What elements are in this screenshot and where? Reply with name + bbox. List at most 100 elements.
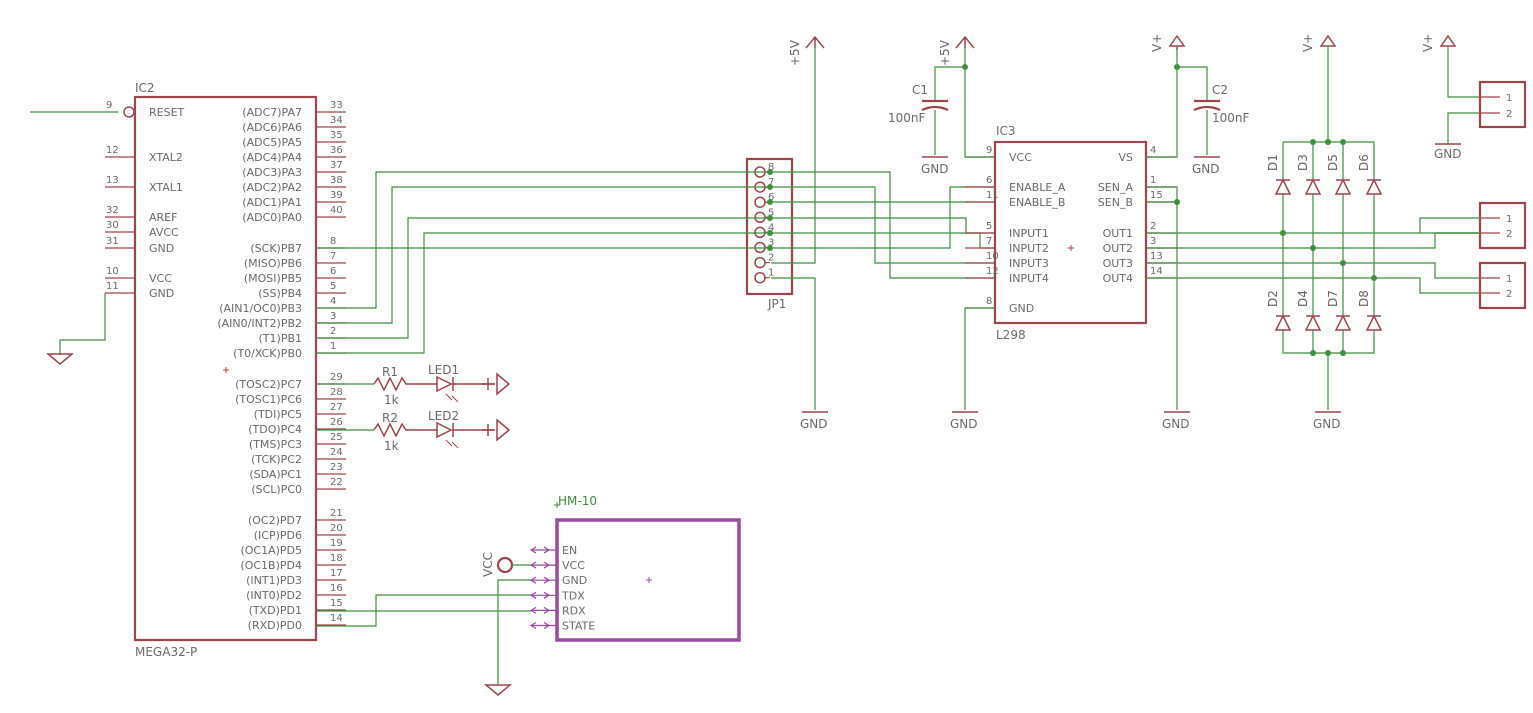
svg-text:2: 2 (1506, 229, 1512, 240)
jp1-body (745, 157, 794, 296)
jp1-pin-number: 3 (768, 238, 774, 249)
out3-wire (1146, 262, 1480, 279)
svg-text:1: 1 (1506, 214, 1512, 225)
wire-pb1-jp5 (316, 217, 770, 339)
svg-text:2: 2 (1506, 289, 1512, 300)
led1-circuit: R1 1k LED1 (316, 363, 511, 407)
ic3-pin-number: 9 (986, 145, 992, 156)
ic2-pin-number: 1 (330, 341, 336, 352)
ic2-pin-number: 7 (330, 251, 336, 262)
ic2-pin-name: (OC1A)PD5 (240, 544, 302, 557)
jp1-pin-number: 5 (768, 207, 774, 218)
ic2-ground-symbol (45, 353, 75, 365)
diode-d1: D1 (1266, 154, 1292, 195)
ic3-pin-number: 11 (986, 190, 999, 201)
diode-ref: D7 (1326, 290, 1340, 307)
ic2-pin-number: 38 (330, 175, 343, 186)
hm10-pin-name: STATE (562, 620, 595, 633)
ic2-pin-name: (ADC2)PA2 (242, 181, 302, 194)
ic2-pin-number: 29 (330, 372, 343, 383)
ic2-pin-number: 18 (330, 553, 343, 564)
jp1-ref: JP1 (767, 297, 786, 311)
ic2-pin-number: 3 (330, 311, 336, 322)
ic2-pin-name: (ADC7)PA7 (242, 106, 302, 119)
wire-pb3-jp8 (316, 171, 770, 309)
c1-capacitor: C1 100nF GND (888, 83, 949, 176)
ic2-pin-number: 21 (330, 508, 343, 519)
ic2-pin-number: 39 (330, 190, 343, 201)
ic3-pin-number: 12 (986, 266, 999, 277)
ic2-pin-name: (INT0)PD2 (246, 589, 302, 602)
ic2-pin-name: AVCC (149, 226, 179, 239)
gnd-label-jp1: GND (800, 417, 828, 431)
ic2-pin-name: (TXD)PD1 (249, 604, 302, 617)
ic3-pin-name: ENABLE_B (1009, 196, 1065, 209)
jp1-gnd-wire (771, 277, 816, 410)
p5v-label-2: +5V (938, 39, 952, 66)
ic2-pin-number: 40 (330, 205, 343, 216)
wire-jp7-input3 (770, 186, 995, 264)
ic3-pin-name: SEN_A (1098, 181, 1134, 194)
hm10-pin-name: EN (562, 544, 577, 557)
ic3-pin-name: INPUT3 (1009, 257, 1049, 270)
ic2-pin-number: 15 (330, 598, 343, 609)
ic2-pin-name: (SCK)PB7 (250, 242, 302, 255)
ic3-ref: IC3 (996, 124, 1016, 138)
vcc-ic3-wire (964, 48, 995, 158)
jp1-pin (754, 196, 766, 208)
ic2-pin-name: (ADC1)PA1 (242, 196, 302, 209)
ic2-pin-number: 31 (106, 236, 119, 247)
reset-inversion-bubble (123, 106, 135, 118)
ic3-pin-number: 13 (1150, 251, 1163, 262)
ic2-pin-number: 37 (330, 160, 343, 171)
ic2-pin-number: 25 (330, 432, 343, 443)
wire-jp8-input4 (770, 171, 995, 279)
jp1-pin-number: 7 (768, 177, 774, 188)
ic3-pin-number: 10 (986, 251, 999, 262)
diode-ref: D2 (1266, 290, 1280, 307)
gnd-label-c2: GND (1192, 162, 1220, 176)
out1-terminal-wire (1419, 217, 1480, 233)
vcc-supply-hm10: VCC (481, 552, 531, 577)
v-plus-diode-supply: V+ (1301, 34, 1337, 52)
diode-ref: D8 (1357, 290, 1371, 307)
ic2-pin-number: 12 (106, 145, 119, 156)
jp1-pin (754, 211, 766, 224)
jp1-pin (754, 256, 766, 269)
gnd-label-sen: GND (1162, 417, 1190, 431)
ic2-left-pins: 9RESET12XTAL213XTAL132AREF30AVCC31GND10V… (105, 100, 185, 300)
ic2-gnd-wire (59, 293, 106, 355)
ic2-pin-name: (SS)PB4 (258, 287, 302, 300)
ic2-pin-name: (TMS)PC3 (249, 438, 302, 451)
wire-pb0-jp4 (316, 232, 770, 354)
ic2-pin-name: RESET (149, 106, 185, 119)
ic2-pin-name: (TCK)PC2 (251, 453, 302, 466)
r2-value: 1k (384, 439, 399, 453)
ic3-value: L298 (996, 328, 1026, 342)
ic2-pin-number: 33 (330, 100, 343, 111)
ic2-pin-name: (SCL)PC0 (251, 483, 302, 496)
ic2-pin-name: (ADC6)PA6 (242, 121, 302, 134)
vplus-label-2: V+ (1301, 34, 1315, 52)
hm10-ref: HM-10 (558, 494, 597, 508)
ic2-pin-number: 14 (330, 613, 343, 624)
diode-d7: D7 (1326, 290, 1352, 331)
ic2-pin-name: (TOSC1)PC6 (235, 393, 302, 406)
c1-top-wire (934, 66, 965, 100)
c2-top-wire (1177, 66, 1208, 100)
led2-ref: LED2 (428, 409, 459, 423)
ic3-left-pins: 9VCC6ENABLE_A11ENABLE_B5INPUT17INPUT210I… (965, 145, 1066, 315)
sen-gnd-wire (1146, 186, 1178, 410)
p5v-jp1-wire (771, 48, 816, 264)
ic2-pin-name: (TOSC2)PC7 (235, 378, 302, 391)
ic2-ref: IC2 (135, 81, 155, 95)
hm10-ground-symbol (483, 684, 513, 696)
diode-ref: D4 (1296, 290, 1310, 307)
ic3-pin-name: INPUT4 (1009, 272, 1049, 285)
rxd-rdx-wire (316, 610, 531, 627)
ic2-pin-number: 20 (330, 523, 343, 534)
ic2-pin-name: (T0/XCK)PB0 (233, 347, 302, 360)
ic2-pin-number: 26 (330, 417, 343, 428)
